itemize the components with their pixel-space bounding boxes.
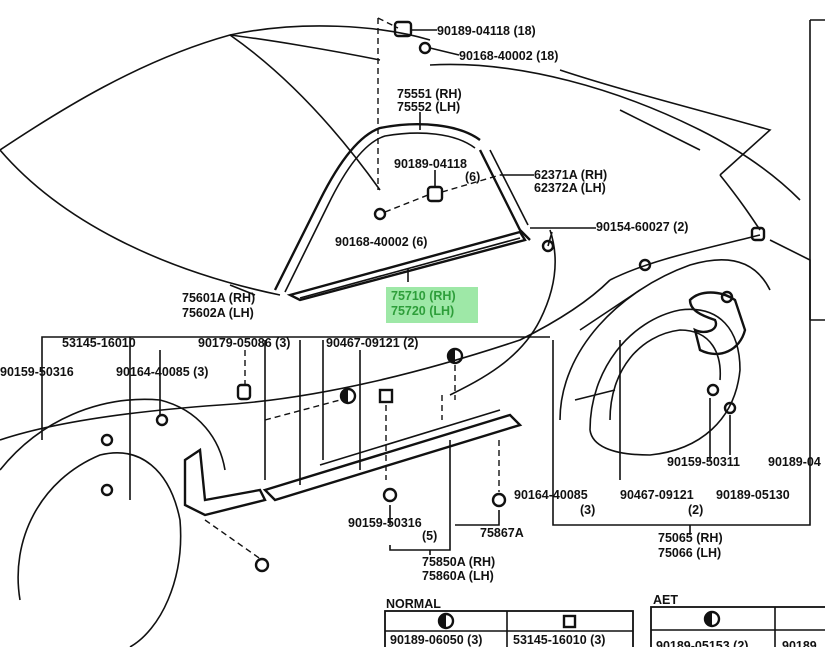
part-label[interactable]: 90168-40002 (6) [335,235,427,249]
table-title: NORMAL [386,597,441,611]
part-label: (6) [465,170,480,184]
clip-icon [393,20,413,38]
table-cell[interactable]: 53145-16010 (3) [513,633,605,647]
part-label[interactable]: 90467-09121 (2) [326,336,418,350]
table-cell[interactable]: 90189-05153 (2) [656,639,748,647]
fastener-icons [100,20,766,573]
part-label[interactable]: 90179-05086 (3) [198,336,290,350]
part-label[interactable]: 53145-16010 [62,336,136,350]
part-label[interactable]: 90189-04118 [394,157,467,171]
rocker-moulding [183,409,523,517]
part-label[interactable]: 75867A [480,526,524,540]
clip-icon [100,483,114,497]
square-symbol-icon [378,388,394,404]
part-label: (3) [580,503,595,517]
highlighted-part-label[interactable]: 75720 (LH) [391,304,454,318]
screw-icon [373,207,387,221]
screw-icon [638,258,652,272]
car-body-outline [0,25,801,647]
highlight-box [386,287,478,323]
part-label[interactable]: 62372A (LH) [534,181,606,195]
part-label[interactable]: 90189-04 [768,455,821,469]
part-label: (2) [688,503,703,517]
fender-liner [688,291,747,356]
clip-icon [706,383,720,397]
square-symbol-icon [562,614,577,629]
part-label[interactable]: 75552 (LH) [397,100,460,114]
table-cell[interactable]: 90189 [782,639,817,647]
part-label[interactable]: 75066 (LH) [658,546,721,560]
clip-icon [426,185,444,203]
table-cell[interactable]: 90189-06050 (3) [390,633,482,647]
part-label[interactable]: 75602A (LH) [182,306,254,320]
part-label[interactable]: 75551 (RH) [397,87,462,101]
part-label[interactable]: 75860A (LH) [422,569,494,583]
clip-icon [491,492,507,508]
part-label[interactable]: 75601A (RH) [182,291,255,305]
quarter-window-moulding [273,123,531,302]
normal-table: NORMAL 90189-06050 (3) 53145-16010 (3) [384,597,634,647]
part-label[interactable]: 90467-09121 [620,488,694,502]
clip-icon [750,226,766,242]
part-label[interactable]: 90168-40002 (18) [459,49,558,63]
table-title: AET [653,593,678,607]
part-label[interactable]: 62371A (RH) [534,168,607,182]
screw-icon [541,239,555,253]
aet-table: AET 90189-05153 (2) 90189 [650,593,825,647]
clip-icon [723,401,737,415]
highlighted-part-label[interactable]: 75710 (RH) [391,289,456,303]
part-label[interactable]: 90164-40085 [514,488,588,502]
part-label[interactable]: 75850A (RH) [422,555,495,569]
screw-icon [155,413,169,427]
clip-icon [236,383,252,401]
part-label: (5) [422,529,437,543]
part-label[interactable]: 90159-50316 [0,365,74,379]
screw-icon [418,41,432,55]
leader-lines [41,17,825,561]
part-label[interactable]: 90159-50311 [667,455,740,469]
part-label[interactable]: 90189-04118 (18) [437,24,536,38]
clip-icon [100,433,114,447]
part-label[interactable]: 90189-05130 [716,488,790,502]
part-label[interactable]: 90164-40085 (3) [116,365,208,379]
part-label[interactable]: 90159-50316 [348,516,422,530]
part-label[interactable]: 75065 (RH) [658,531,723,545]
clip-icon [720,290,734,304]
part-label[interactable]: 90154-60027 (2) [596,220,688,234]
clip-icon [382,487,398,503]
clip-icon [254,557,270,573]
